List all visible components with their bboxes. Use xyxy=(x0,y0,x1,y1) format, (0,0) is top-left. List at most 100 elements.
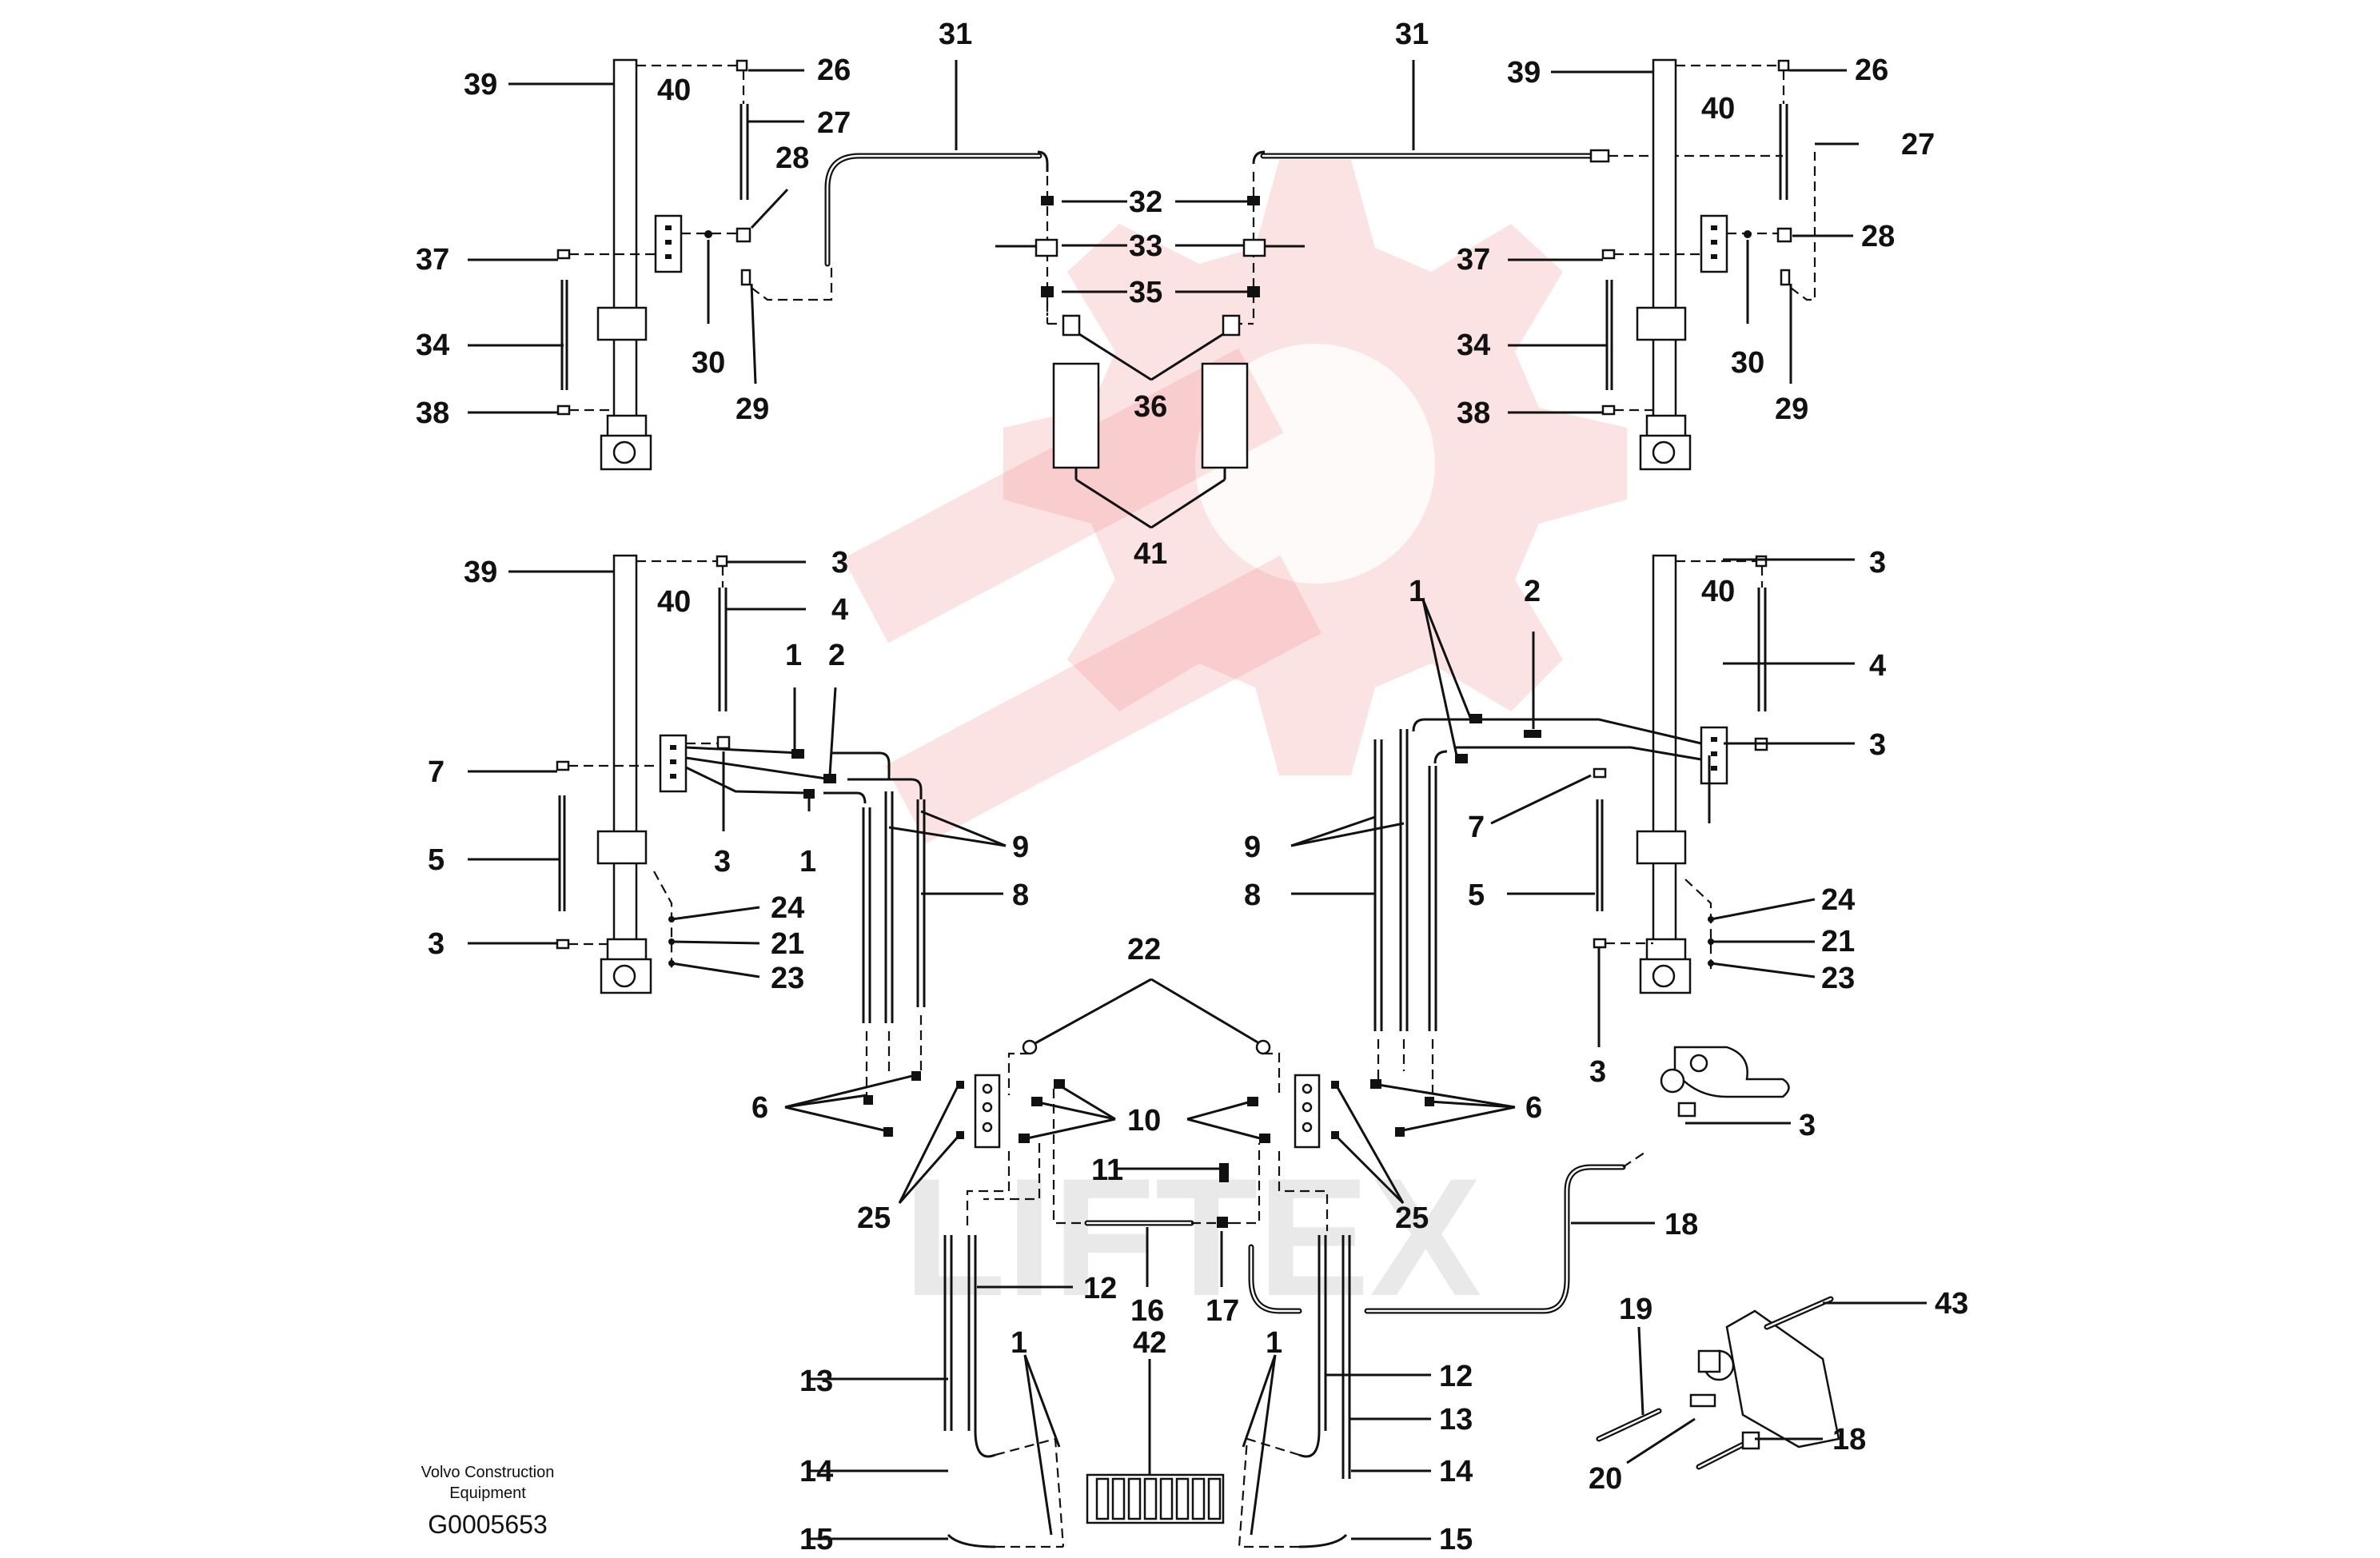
callout-26: 26 xyxy=(1855,54,1888,87)
callout-34: 34 xyxy=(1457,329,1490,362)
callout-10: 10 xyxy=(1127,1104,1161,1138)
callout-4: 4 xyxy=(831,593,848,627)
watermark-text: LIFTEX xyxy=(903,1143,1481,1331)
callout-37: 37 xyxy=(416,243,449,277)
callout-3: 3 xyxy=(1589,1055,1606,1089)
callout-6: 6 xyxy=(1525,1091,1542,1125)
callout-3: 3 xyxy=(1869,728,1886,762)
callout-33: 33 xyxy=(1129,229,1162,263)
callout-23: 23 xyxy=(771,962,804,995)
callout-5: 5 xyxy=(428,843,445,877)
callout-35: 35 xyxy=(1129,276,1162,309)
control-valve-block xyxy=(1086,1473,1225,1524)
callout-39: 39 xyxy=(464,556,497,589)
callout-28: 28 xyxy=(1861,220,1895,253)
callout-24: 24 xyxy=(771,891,804,925)
callout-18: 18 xyxy=(1664,1208,1698,1241)
callout-30: 30 xyxy=(1731,346,1764,380)
footer-credit: Volvo Construction Equipment G0005653 xyxy=(421,1464,555,1539)
callout-16: 16 xyxy=(1130,1294,1164,1328)
callout-1: 1 xyxy=(785,639,802,672)
watermark-gear-logo xyxy=(843,160,1627,844)
callout-40: 40 xyxy=(657,74,691,107)
callout-2: 2 xyxy=(1524,575,1541,608)
callout-15: 15 xyxy=(799,1523,833,1556)
callout-4: 4 xyxy=(1869,649,1886,683)
callout-8: 8 xyxy=(1012,879,1029,912)
callout-9: 9 xyxy=(1012,831,1029,864)
callout-8: 8 xyxy=(1244,879,1261,912)
callout-1: 1 xyxy=(1266,1326,1282,1360)
callout-28: 28 xyxy=(775,141,809,175)
assembly-top-left xyxy=(556,58,833,471)
callout-39: 39 xyxy=(464,68,497,102)
callout-3: 3 xyxy=(1799,1109,1816,1142)
callout-32: 32 xyxy=(1129,185,1162,219)
callout-38: 38 xyxy=(416,396,449,430)
assembly-middle-right xyxy=(1373,554,1768,1095)
callout-29: 29 xyxy=(1775,392,1808,426)
callout-29: 29 xyxy=(736,392,769,426)
callout-2: 2 xyxy=(828,639,845,672)
callout-26: 26 xyxy=(817,54,851,87)
footer-diagram-code: G0005653 xyxy=(428,1510,547,1539)
callout-14: 14 xyxy=(1439,1455,1473,1488)
callout-3: 3 xyxy=(428,927,445,961)
callout-24: 24 xyxy=(1821,883,1855,917)
callout-21: 21 xyxy=(1821,925,1855,958)
assembly-top-right xyxy=(1601,58,1816,471)
callout-41: 41 xyxy=(1134,537,1167,571)
footer-company-line1: Volvo Construction xyxy=(421,1464,555,1481)
callout-40: 40 xyxy=(1701,92,1735,126)
callout-34: 34 xyxy=(416,329,449,362)
callout-17: 17 xyxy=(1206,1294,1239,1328)
callout-11: 11 xyxy=(1091,1154,1123,1187)
callout-7: 7 xyxy=(1468,811,1485,844)
callout-13: 13 xyxy=(1439,1403,1473,1436)
callout-1: 1 xyxy=(1409,575,1425,608)
callout-1: 1 xyxy=(1011,1326,1027,1360)
assembly-middle-left xyxy=(556,554,926,1095)
callout-6: 6 xyxy=(751,1091,768,1125)
callout-39: 39 xyxy=(1507,56,1541,90)
callout-27: 27 xyxy=(817,106,851,140)
callout-12: 12 xyxy=(1083,1272,1117,1305)
callout-43: 43 xyxy=(1935,1287,1968,1321)
callout-19: 19 xyxy=(1619,1293,1652,1326)
callout-25: 25 xyxy=(857,1201,891,1235)
callout-18: 18 xyxy=(1832,1423,1866,1456)
callout-36: 36 xyxy=(1134,390,1167,424)
callout-13: 13 xyxy=(799,1365,833,1398)
callout-9: 9 xyxy=(1244,831,1261,864)
callout-3: 3 xyxy=(714,845,731,879)
assembly-lower-center xyxy=(863,1039,1648,1548)
callout-27: 27 xyxy=(1901,128,1935,161)
callout-1: 1 xyxy=(799,845,816,879)
callout-42: 42 xyxy=(1133,1326,1166,1360)
callout-25: 25 xyxy=(1395,1201,1429,1235)
leader-lines xyxy=(468,60,1927,1540)
callout-23: 23 xyxy=(1821,962,1855,995)
callout-labels: 39 40 26 27 28 37 30 29 34 38 31 32 33 3… xyxy=(416,18,1968,1556)
footer-company-line2: Equipment xyxy=(449,1484,526,1502)
assembly-right-attachment xyxy=(1596,1046,1840,1470)
callout-30: 30 xyxy=(692,346,725,380)
callout-31: 31 xyxy=(939,18,972,51)
assembly-top-center xyxy=(824,149,1783,480)
callout-15: 15 xyxy=(1439,1523,1473,1556)
callout-3: 3 xyxy=(831,546,848,580)
callout-3: 3 xyxy=(1869,546,1886,580)
callout-40: 40 xyxy=(657,585,691,619)
callout-22: 22 xyxy=(1127,933,1161,966)
callout-5: 5 xyxy=(1468,879,1485,912)
callout-38: 38 xyxy=(1457,396,1490,430)
callout-40: 40 xyxy=(1701,575,1735,608)
callout-7: 7 xyxy=(428,755,445,789)
callout-31: 31 xyxy=(1395,18,1429,51)
callout-37: 37 xyxy=(1457,243,1490,277)
callout-21: 21 xyxy=(771,927,804,961)
callout-14: 14 xyxy=(799,1455,833,1488)
callout-12: 12 xyxy=(1439,1360,1473,1393)
callout-20: 20 xyxy=(1589,1462,1622,1496)
